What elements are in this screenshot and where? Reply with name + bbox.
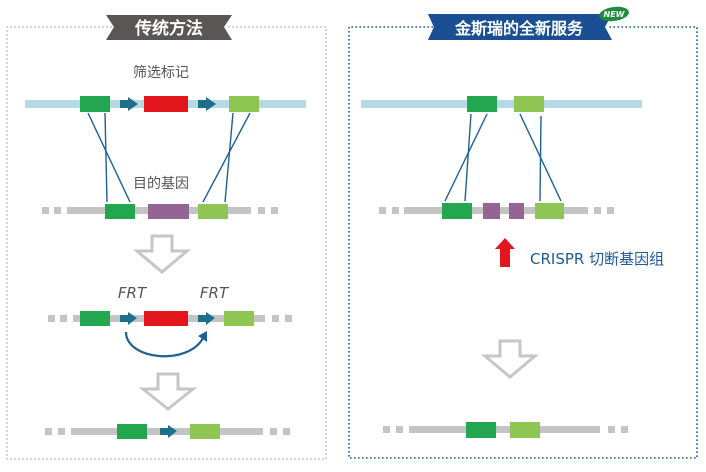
- homology-arm-left: [80, 311, 110, 326]
- homology-arm-right: [535, 203, 564, 219]
- frt-arrow: [120, 97, 138, 111]
- homology-arm-right: [229, 96, 259, 112]
- homology-arm-left: [466, 422, 496, 438]
- new-badge: [599, 6, 629, 22]
- homology-arm-left: [117, 424, 147, 439]
- selection-marker-label: 筛选标记: [133, 65, 189, 81]
- homology-arm-left: [467, 96, 497, 112]
- homology-arm-left: [80, 96, 110, 112]
- homology-arm-right: [510, 422, 540, 438]
- process-arrow-down: [480, 339, 540, 379]
- target-gene: [148, 204, 189, 219]
- target-gene-label: 目的基因: [133, 175, 189, 192]
- right-panel-frame: [348, 26, 698, 459]
- crossover-line: [104, 112, 108, 203]
- right-banner: [428, 14, 612, 40]
- crossover-line: [539, 115, 542, 202]
- genome-line: [383, 426, 628, 433]
- selection-marker: [144, 96, 188, 112]
- target-gene-fragment: [483, 203, 500, 219]
- homology-arm-left: [105, 204, 135, 219]
- new-badge-label: NEW: [604, 10, 626, 19]
- crossover-line: [87, 112, 131, 203]
- plasmid-line: [361, 100, 642, 108]
- left-panel-frame: [6, 26, 327, 460]
- frt-label: FRT: [200, 284, 230, 302]
- process-arrow-down: [132, 234, 192, 274]
- left-banner: [106, 15, 232, 40]
- frt-arrow: [198, 97, 216, 111]
- selection-marker: [144, 311, 188, 326]
- homology-arm-right: [224, 311, 254, 326]
- frt-arrow: [198, 312, 215, 325]
- frt-label: FRT: [118, 284, 148, 302]
- homology-arm-right: [514, 96, 544, 112]
- crossover-line: [444, 113, 488, 202]
- homology-arm-left: [442, 203, 472, 219]
- left-panel-title: 传统方法: [134, 18, 203, 39]
- process-arrow-down: [138, 372, 198, 411]
- crispr-label: CRISPR 切断基因组: [530, 250, 664, 268]
- excision-arrow: [124, 331, 204, 358]
- crispr-cut-arrow-icon: [495, 238, 515, 267]
- frt-arrow: [120, 312, 137, 325]
- crossover-line: [464, 113, 472, 202]
- right-panel-title: 金斯瑞的全新服务: [454, 19, 584, 38]
- crossover-line: [202, 112, 251, 203]
- target-gene-fragment: [509, 203, 524, 219]
- excision-arrowhead: [198, 331, 207, 342]
- homology-arm-right: [190, 424, 220, 439]
- frt-arrow: [160, 425, 177, 438]
- crossover-line: [224, 112, 234, 203]
- homology-arm-right: [198, 204, 228, 219]
